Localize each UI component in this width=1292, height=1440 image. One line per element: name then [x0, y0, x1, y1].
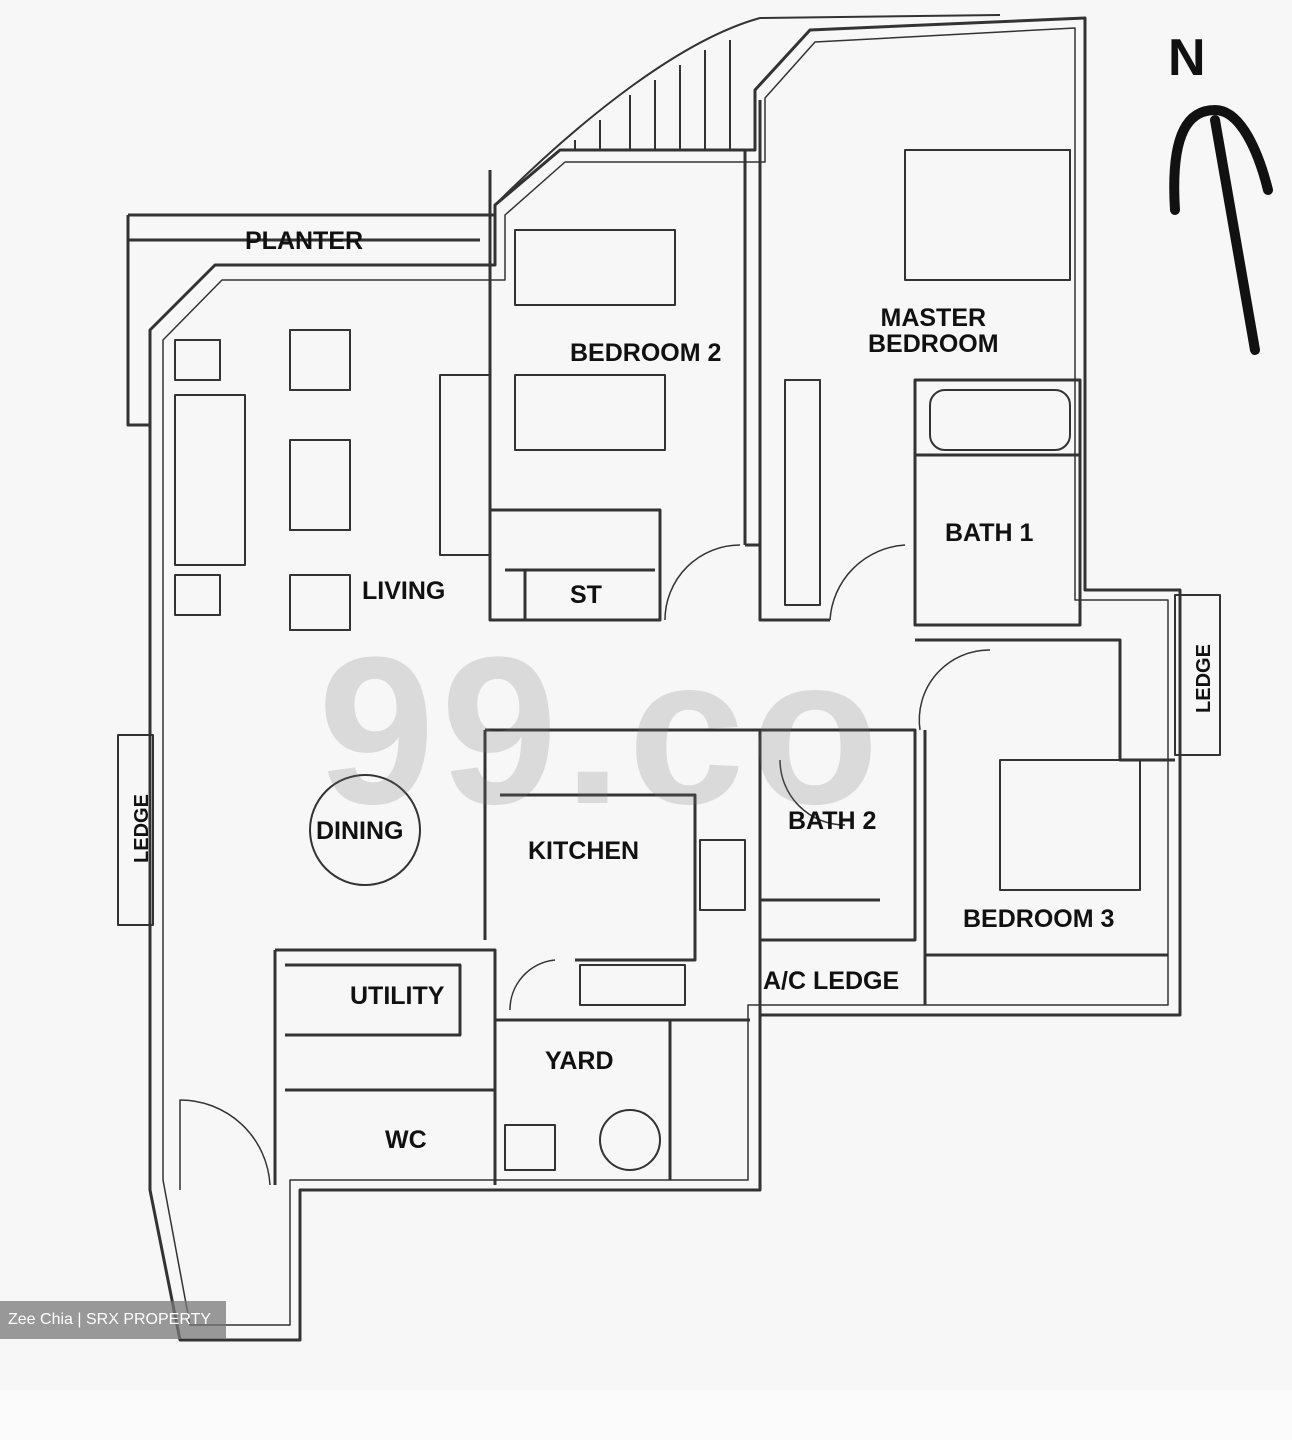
ledge-right-box: [1174, 594, 1221, 756]
label-master-bedroom: MASTER BEDROOM: [868, 304, 999, 359]
label-ac-ledge: A/C LEDGE: [763, 967, 900, 995]
compass-label: N: [1168, 29, 1206, 87]
armchair: [289, 574, 351, 631]
sofa: [174, 394, 246, 566]
door-arc: [829, 544, 906, 621]
label-bedroom3: BEDROOM 3: [963, 905, 1115, 933]
stove: [699, 839, 746, 911]
st-walls: [505, 568, 655, 620]
watermark: 99.co: [318, 613, 885, 848]
label-bath2: BATH 2: [788, 807, 877, 835]
door-arc: [918, 649, 991, 731]
yard-box: [504, 1124, 556, 1171]
label-st: ST: [570, 581, 602, 609]
bed3: [999, 759, 1141, 891]
armchair: [289, 329, 351, 391]
sink: [579, 964, 686, 1006]
label-ledge-right: LEDGE: [1192, 644, 1215, 713]
door-arc: [509, 959, 556, 1011]
dining-table: [309, 774, 421, 886]
bath1-walls: [913, 378, 1082, 627]
coffee-table: [289, 439, 351, 531]
plant-box: [174, 339, 221, 381]
bath2-walls: [760, 728, 917, 942]
planter-ribs: [574, 40, 731, 150]
label-wc: WC: [385, 1126, 427, 1154]
planter-wall: [126, 213, 495, 427]
bedroom2-right-wall: [743, 150, 760, 547]
bottom-margin: [0, 1390, 1292, 1440]
curved-planter: [494, 14, 1001, 206]
credit-badge: Zee Chia | SRX PROPERTY: [0, 1301, 226, 1339]
label-yard: YARD: [545, 1047, 614, 1075]
bathtub: [929, 389, 1071, 451]
plant-box: [174, 574, 221, 616]
master-left-wall: [758, 100, 830, 622]
door-arc: [779, 759, 846, 826]
tv-console: [439, 374, 491, 556]
label-planter: PLANTER: [245, 227, 364, 255]
hall-walls: [915, 638, 1175, 762]
outer-wall-inner: [162, 27, 1169, 1326]
label-living: LIVING: [362, 577, 446, 605]
label-utility: UTILITY: [350, 982, 445, 1010]
utility-walls: [273, 948, 497, 1185]
ledge-left-box: [117, 734, 154, 926]
master-bed: [904, 149, 1071, 281]
label-bedroom2: BEDROOM 2: [570, 339, 722, 367]
wardrobe: [784, 379, 821, 606]
door-arc: [179, 1099, 271, 1190]
label-kitchen: KITCHEN: [528, 837, 640, 865]
yard-walls: [495, 1018, 750, 1180]
label-bath1: BATH 1: [945, 519, 1034, 547]
label-ledge-left: LEDGE: [130, 794, 153, 863]
label-dining: DINING: [316, 817, 404, 845]
door-arc: [664, 544, 741, 621]
bed: [514, 229, 676, 306]
washing-machine: [599, 1109, 661, 1171]
north-arrow-icon: [1169, 104, 1273, 355]
bedroom3-walls: [923, 730, 1168, 1005]
bed: [514, 374, 666, 451]
